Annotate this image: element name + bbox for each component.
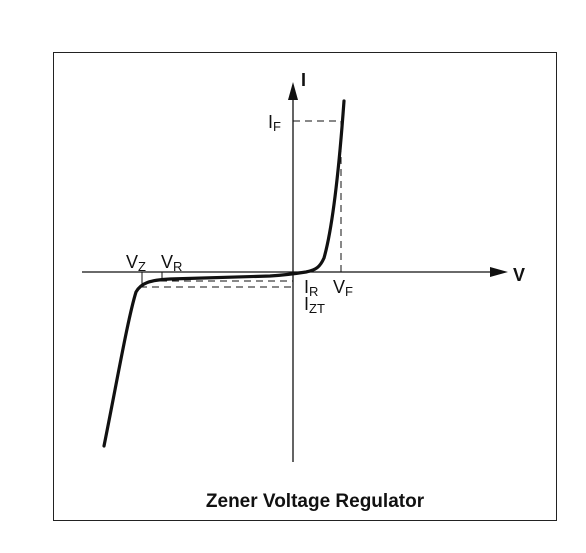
izt-label: IZT <box>304 294 325 316</box>
izt-label-main: I <box>304 294 309 314</box>
vf-label: VF <box>333 277 353 299</box>
izt-label-sub: ZT <box>309 301 325 316</box>
ir-label-sub: R <box>309 284 318 299</box>
vz-label: VZ <box>126 252 146 274</box>
vr-label-sub: R <box>173 259 182 274</box>
vf-label-sub: F <box>345 284 353 299</box>
x-axis-arrowhead <box>490 267 508 277</box>
x-axis-label: V <box>513 265 525 285</box>
vr-label-main: V <box>161 252 173 272</box>
if-label: IF <box>268 112 281 134</box>
diagram-caption: Zener Voltage Regulator <box>206 491 425 512</box>
iv-curve <box>102 99 346 448</box>
y-axis-label: I <box>301 70 306 90</box>
ir-label: IR <box>304 277 318 299</box>
if-label-main: I <box>268 112 273 132</box>
vf-label-main: V <box>333 277 345 297</box>
diagram-frame <box>53 52 557 521</box>
vz-label-main: V <box>126 252 138 272</box>
y-axis-arrowhead <box>288 82 298 100</box>
if-label-sub: F <box>273 119 281 134</box>
ir-label-main: I <box>304 277 309 297</box>
vr-label: VR <box>161 252 182 274</box>
vz-label-sub: Z <box>138 259 146 274</box>
